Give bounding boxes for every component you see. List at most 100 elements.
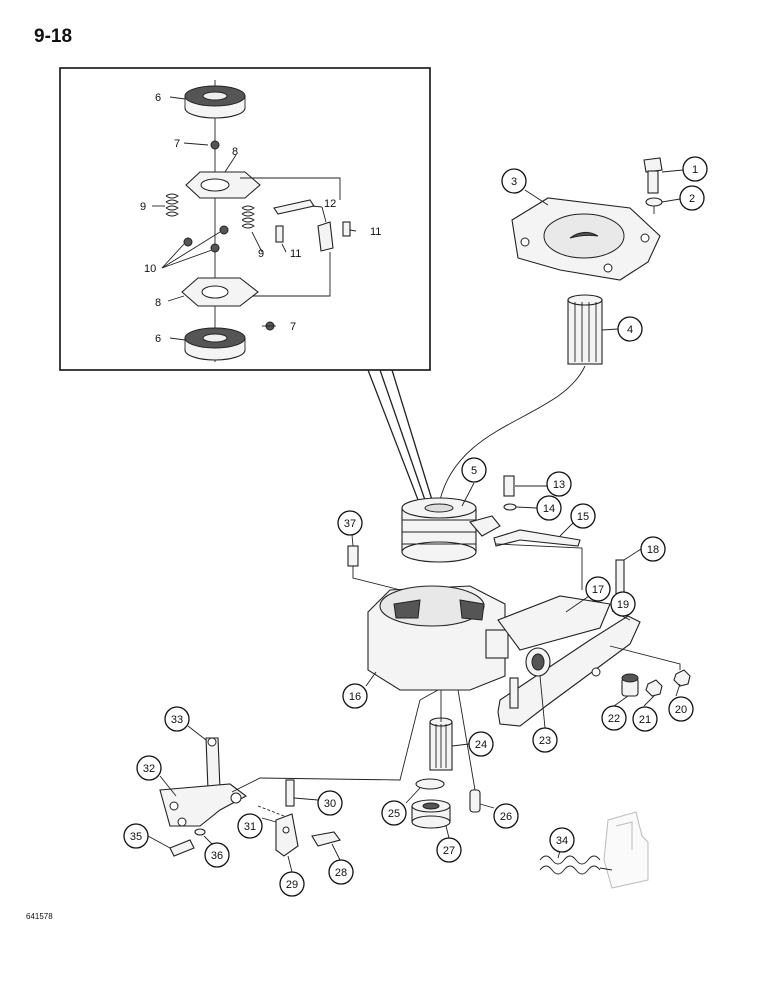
callout-27: 27 — [436, 837, 462, 863]
callout-33-number: 33 — [171, 714, 183, 726]
callout-19: 19 — [610, 591, 636, 617]
inset-label-11-left: 11 — [290, 248, 301, 260]
brake-housing — [367, 585, 611, 691]
callout-21-number: 21 — [639, 714, 651, 726]
callout-22: 22 — [601, 705, 627, 731]
bushing — [621, 673, 639, 697]
brake-lever — [159, 689, 439, 827]
page-number: 9-18 — [34, 26, 73, 47]
washer-36 — [194, 828, 206, 836]
nut-21 — [645, 679, 663, 697]
spring-bracket — [603, 811, 649, 889]
actuator-plate-bottom — [181, 277, 259, 307]
callout-30: 30 — [317, 790, 343, 816]
callout-35-number: 35 — [130, 831, 142, 843]
inset-label-6-bottom: 6 — [155, 333, 161, 345]
actuator-plate-top — [185, 171, 261, 199]
brake-pack — [401, 497, 501, 563]
callout-17: 17 — [585, 576, 611, 602]
callout-15-number: 15 — [577, 511, 589, 523]
callout-3: 3 — [501, 168, 527, 194]
bolt-35 — [169, 839, 195, 857]
ball-10a — [183, 237, 193, 247]
inset-label-7-top: 7 — [174, 138, 180, 150]
splined-shaft-lower — [429, 717, 453, 771]
spring-left — [165, 193, 179, 217]
callout-5: 5 — [461, 457, 487, 483]
callout-4: 4 — [617, 316, 643, 342]
inset-label-9-right: 9 — [258, 248, 264, 260]
figure-code: 641578 — [26, 912, 53, 921]
pin-30 — [285, 779, 295, 807]
clevis-pin — [311, 831, 341, 847]
callout-33: 33 — [164, 706, 190, 732]
return-spring — [539, 855, 601, 875]
ball-10b — [219, 225, 229, 235]
seal — [525, 647, 551, 677]
callout-1: 1 — [682, 156, 708, 182]
inset-label-7-bottom: 7 — [290, 321, 296, 333]
callout-32: 32 — [136, 755, 162, 781]
friction-disc-bottom — [184, 327, 246, 361]
callout-34: 34 — [549, 827, 575, 853]
adjusting-rod — [493, 529, 583, 590]
callout-14-number: 14 — [543, 503, 555, 515]
callout-23: 23 — [532, 727, 558, 753]
callout-37-number: 37 — [344, 518, 356, 530]
callout-32-number: 32 — [143, 763, 155, 775]
callout-3-number: 3 — [511, 176, 517, 188]
callout-31-number: 31 — [244, 821, 256, 833]
inset-label-8-bottom: 8 — [155, 297, 161, 309]
bearing — [411, 799, 451, 829]
callout-30-number: 30 — [324, 798, 336, 810]
callout-23-number: 23 — [539, 735, 551, 747]
bolt-37 — [347, 545, 359, 567]
callout-29-number: 29 — [286, 879, 298, 891]
callout-14: 14 — [536, 495, 562, 521]
bolt-13 — [503, 475, 515, 497]
splined-shaft-upper — [567, 294, 603, 365]
callout-16-number: 16 — [349, 691, 361, 703]
callout-20: 20 — [668, 696, 694, 722]
callout-35: 35 — [123, 823, 149, 849]
callout-2: 2 — [679, 185, 705, 211]
snap-ring — [415, 778, 445, 790]
callout-27-number: 27 — [443, 845, 455, 857]
callout-36: 36 — [204, 842, 230, 868]
callout-21: 21 — [632, 706, 658, 732]
callout-22-number: 22 — [608, 713, 620, 725]
callout-4-number: 4 — [627, 324, 633, 336]
callout-16: 16 — [342, 683, 368, 709]
callout-1-number: 1 — [692, 164, 698, 176]
inset-label-11-right: 11 — [370, 226, 381, 238]
inset-label-8-top: 8 — [232, 146, 238, 158]
friction-disc-top — [184, 85, 246, 119]
inset-leaders — [152, 96, 357, 341]
spring-right — [241, 205, 255, 229]
callout-25: 25 — [381, 800, 407, 826]
link-arms — [240, 177, 341, 297]
callout-25-number: 25 — [388, 808, 400, 820]
pins — [275, 221, 351, 243]
cover-plate — [511, 197, 661, 281]
callout-5-number: 5 — [471, 465, 477, 477]
callout-18-number: 18 — [647, 544, 659, 556]
callout-37: 37 — [337, 510, 363, 536]
callout-20-number: 20 — [675, 704, 687, 716]
callout-26: 26 — [493, 803, 519, 829]
ball-10c — [210, 243, 220, 253]
washer-14 — [503, 503, 517, 511]
callout-34-number: 34 — [556, 835, 568, 847]
callout-28: 28 — [328, 859, 354, 885]
bolt — [643, 157, 663, 194]
dowel-pin — [469, 789, 481, 813]
inset-label-12: 12 — [324, 198, 336, 210]
callout-24-number: 24 — [475, 739, 487, 751]
washer — [645, 197, 663, 207]
callout-31: 31 — [237, 813, 263, 839]
ball-top — [210, 140, 220, 150]
callout-13-number: 13 — [553, 479, 565, 491]
callout-28-number: 28 — [335, 867, 347, 879]
inset-label-6-top: 6 — [155, 92, 161, 104]
clevis-yoke — [275, 813, 299, 857]
